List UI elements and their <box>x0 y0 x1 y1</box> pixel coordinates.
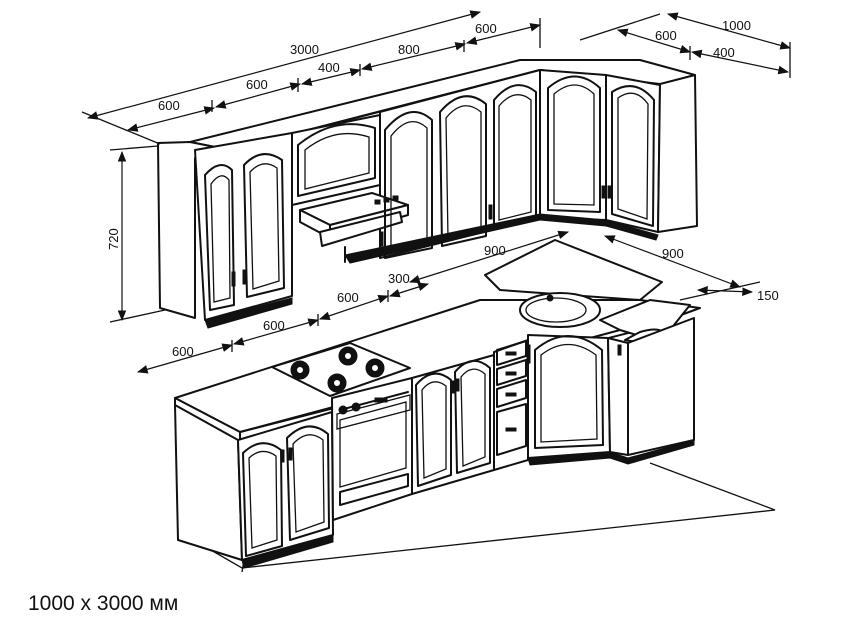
dim-counter-overhang: 150 <box>757 288 779 303</box>
dim-lower-1: 600 <box>172 344 194 359</box>
dim-upper-2: 600 <box>246 77 268 92</box>
dim-upper-side-2: 400 <box>713 45 735 60</box>
upper-cabinets <box>157 59 698 329</box>
dim-upper-5: 600 <box>475 21 497 36</box>
dim-upper-4: 800 <box>398 42 420 57</box>
dim-upper-side-total: 1000 <box>722 18 751 33</box>
dimension-lines <box>81 10 792 374</box>
dim-counter-depth: 900 <box>484 243 506 258</box>
dim-lower-4: 300 <box>388 271 410 286</box>
caption: 1000 х 3000 мм <box>28 592 179 615</box>
dim-upper-total: 3000 <box>290 42 319 57</box>
dim-counter-side: 900 <box>662 246 684 261</box>
dim-upper-1: 600 <box>158 98 180 113</box>
dimension-labels: 3000 600 600 400 800 600 1000 600 400 72… <box>106 18 779 359</box>
dim-upper-side-1: 600 <box>655 28 677 43</box>
lower-cabinets <box>174 239 701 569</box>
dim-upper-3: 400 <box>318 60 340 75</box>
dim-lower-3: 600 <box>337 290 359 305</box>
dim-height: 720 <box>106 228 121 250</box>
dim-lower-2: 600 <box>263 318 285 333</box>
